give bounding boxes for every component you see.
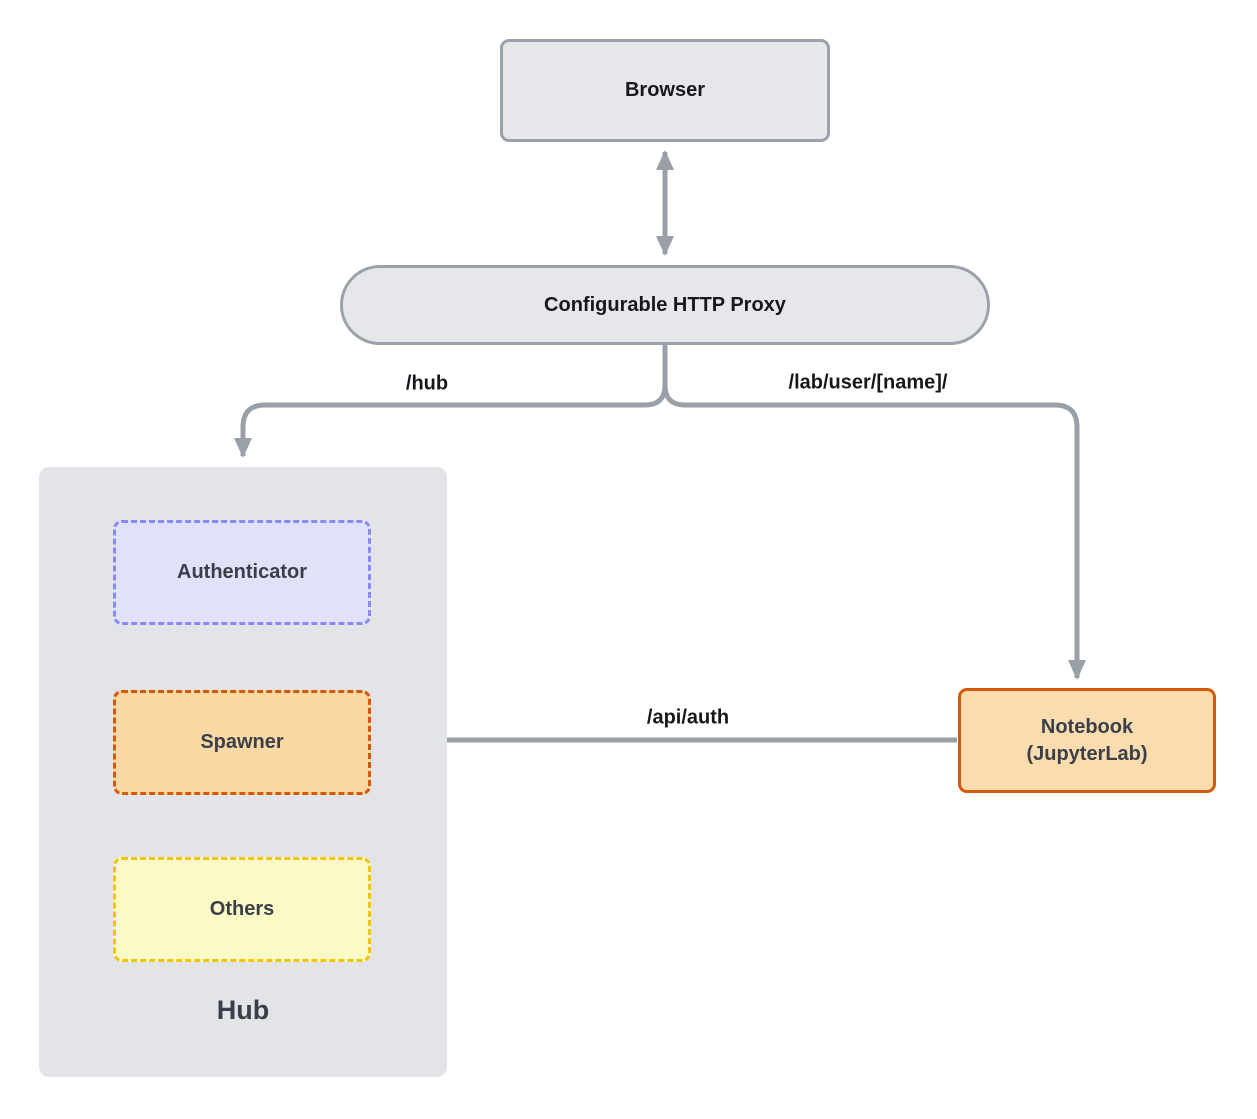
node-browser: Browser: [500, 39, 830, 142]
node-notebook: Notebook (JupyterLab): [958, 688, 1216, 793]
edge-proxy-hub: [234, 345, 668, 458]
node-proxy: Configurable HTTP Proxy: [340, 265, 990, 345]
node-browser-label: Browser: [624, 79, 706, 101]
edge-label-hub-path: /hub: [405, 372, 449, 395]
node-authenticator: Authenticator: [113, 520, 371, 625]
node-notebook-label-line1: Notebook: [1040, 715, 1134, 738]
node-spawner-label: Spawner: [200, 731, 284, 753]
hub-container-title: Hub: [216, 995, 270, 1025]
edge-proxy-notebook: [662, 345, 1086, 680]
node-authenticator-label: Authenticator: [177, 561, 307, 583]
node-proxy-label: Configurable HTTP Proxy: [544, 293, 786, 316]
edge-label-lab-path: /lab/user/[name]/: [788, 371, 948, 394]
edge-label-api-auth: /api/auth: [646, 706, 730, 729]
node-others-label: Others: [209, 898, 275, 920]
node-others: Others: [113, 857, 371, 962]
node-spawner: Spawner: [113, 690, 371, 795]
node-hub-container: Authenticator Spawner Others Hub: [39, 467, 447, 1077]
node-notebook-label-line2: (JupyterLab): [1026, 742, 1148, 765]
